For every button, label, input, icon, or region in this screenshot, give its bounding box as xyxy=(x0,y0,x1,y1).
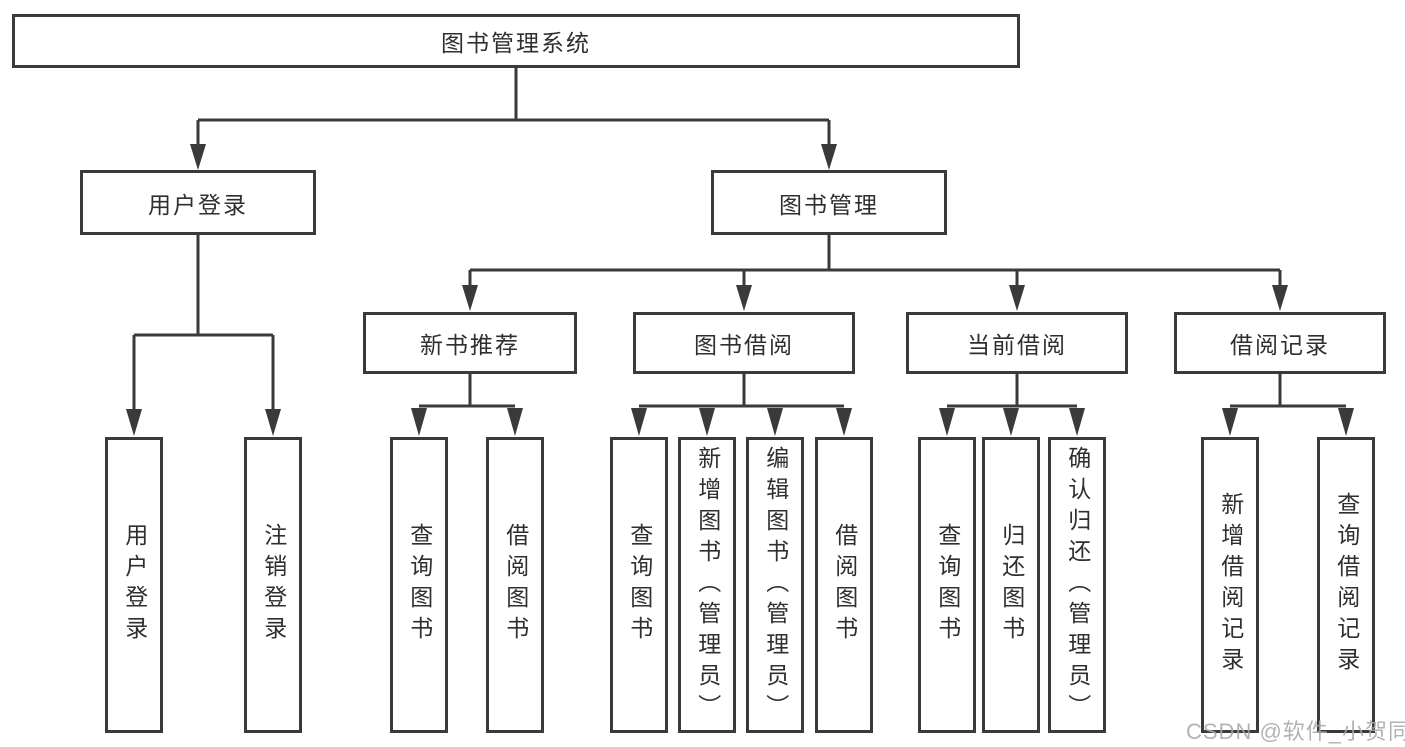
leaf-confirm-return-admin: 确认归还（管理员） xyxy=(1048,437,1106,733)
node-current-borrowing: 当前借阅 xyxy=(906,312,1128,374)
node-new-book-recommendation: 新书推荐 xyxy=(363,312,577,374)
node-root-label: 图书管理系统 xyxy=(441,30,591,56)
node-book-borrowing-label: 图书借阅 xyxy=(694,332,794,358)
node-book-borrowing: 图书借阅 xyxy=(633,312,855,374)
node-new-book-recommendation-label: 新书推荐 xyxy=(420,332,520,358)
node-root: 图书管理系统 xyxy=(12,14,1020,68)
leaf-query-borrow-record: 查询借阅记录 xyxy=(1317,437,1375,733)
node-borrowing-records: 借阅记录 xyxy=(1174,312,1386,374)
leaf-user-login: 用户登录 xyxy=(105,437,163,733)
leaf-borrow-books: 借阅图书 xyxy=(815,437,873,733)
leaf-recommend-borrow-books: 借阅图书 xyxy=(486,437,544,733)
node-user-login: 用户登录 xyxy=(80,170,316,235)
leaf-add-borrow-record: 新增借阅记录 xyxy=(1201,437,1259,733)
node-current-borrowing-label: 当前借阅 xyxy=(967,332,1067,358)
csdn-watermark: CSDN @软件_小贺同学 xyxy=(1186,719,1405,744)
leaf-current-query-books: 查询图书 xyxy=(918,437,976,733)
node-book-management-label: 图书管理 xyxy=(779,191,879,218)
leaf-return-books: 归还图书 xyxy=(982,437,1040,733)
leaf-borrow-query-books: 查询图书 xyxy=(610,437,668,733)
leaf-add-books-admin: 新增图书（管理员） xyxy=(678,437,736,733)
leaf-logout: 注销登录 xyxy=(244,437,302,733)
node-book-management: 图书管理 xyxy=(711,170,947,235)
leaf-recommend-query-books: 查询图书 xyxy=(390,437,448,733)
node-user-login-label: 用户登录 xyxy=(148,191,248,218)
leaf-edit-books-admin: 编辑图书（管理员） xyxy=(746,437,804,733)
node-borrowing-records-label: 借阅记录 xyxy=(1230,332,1330,358)
